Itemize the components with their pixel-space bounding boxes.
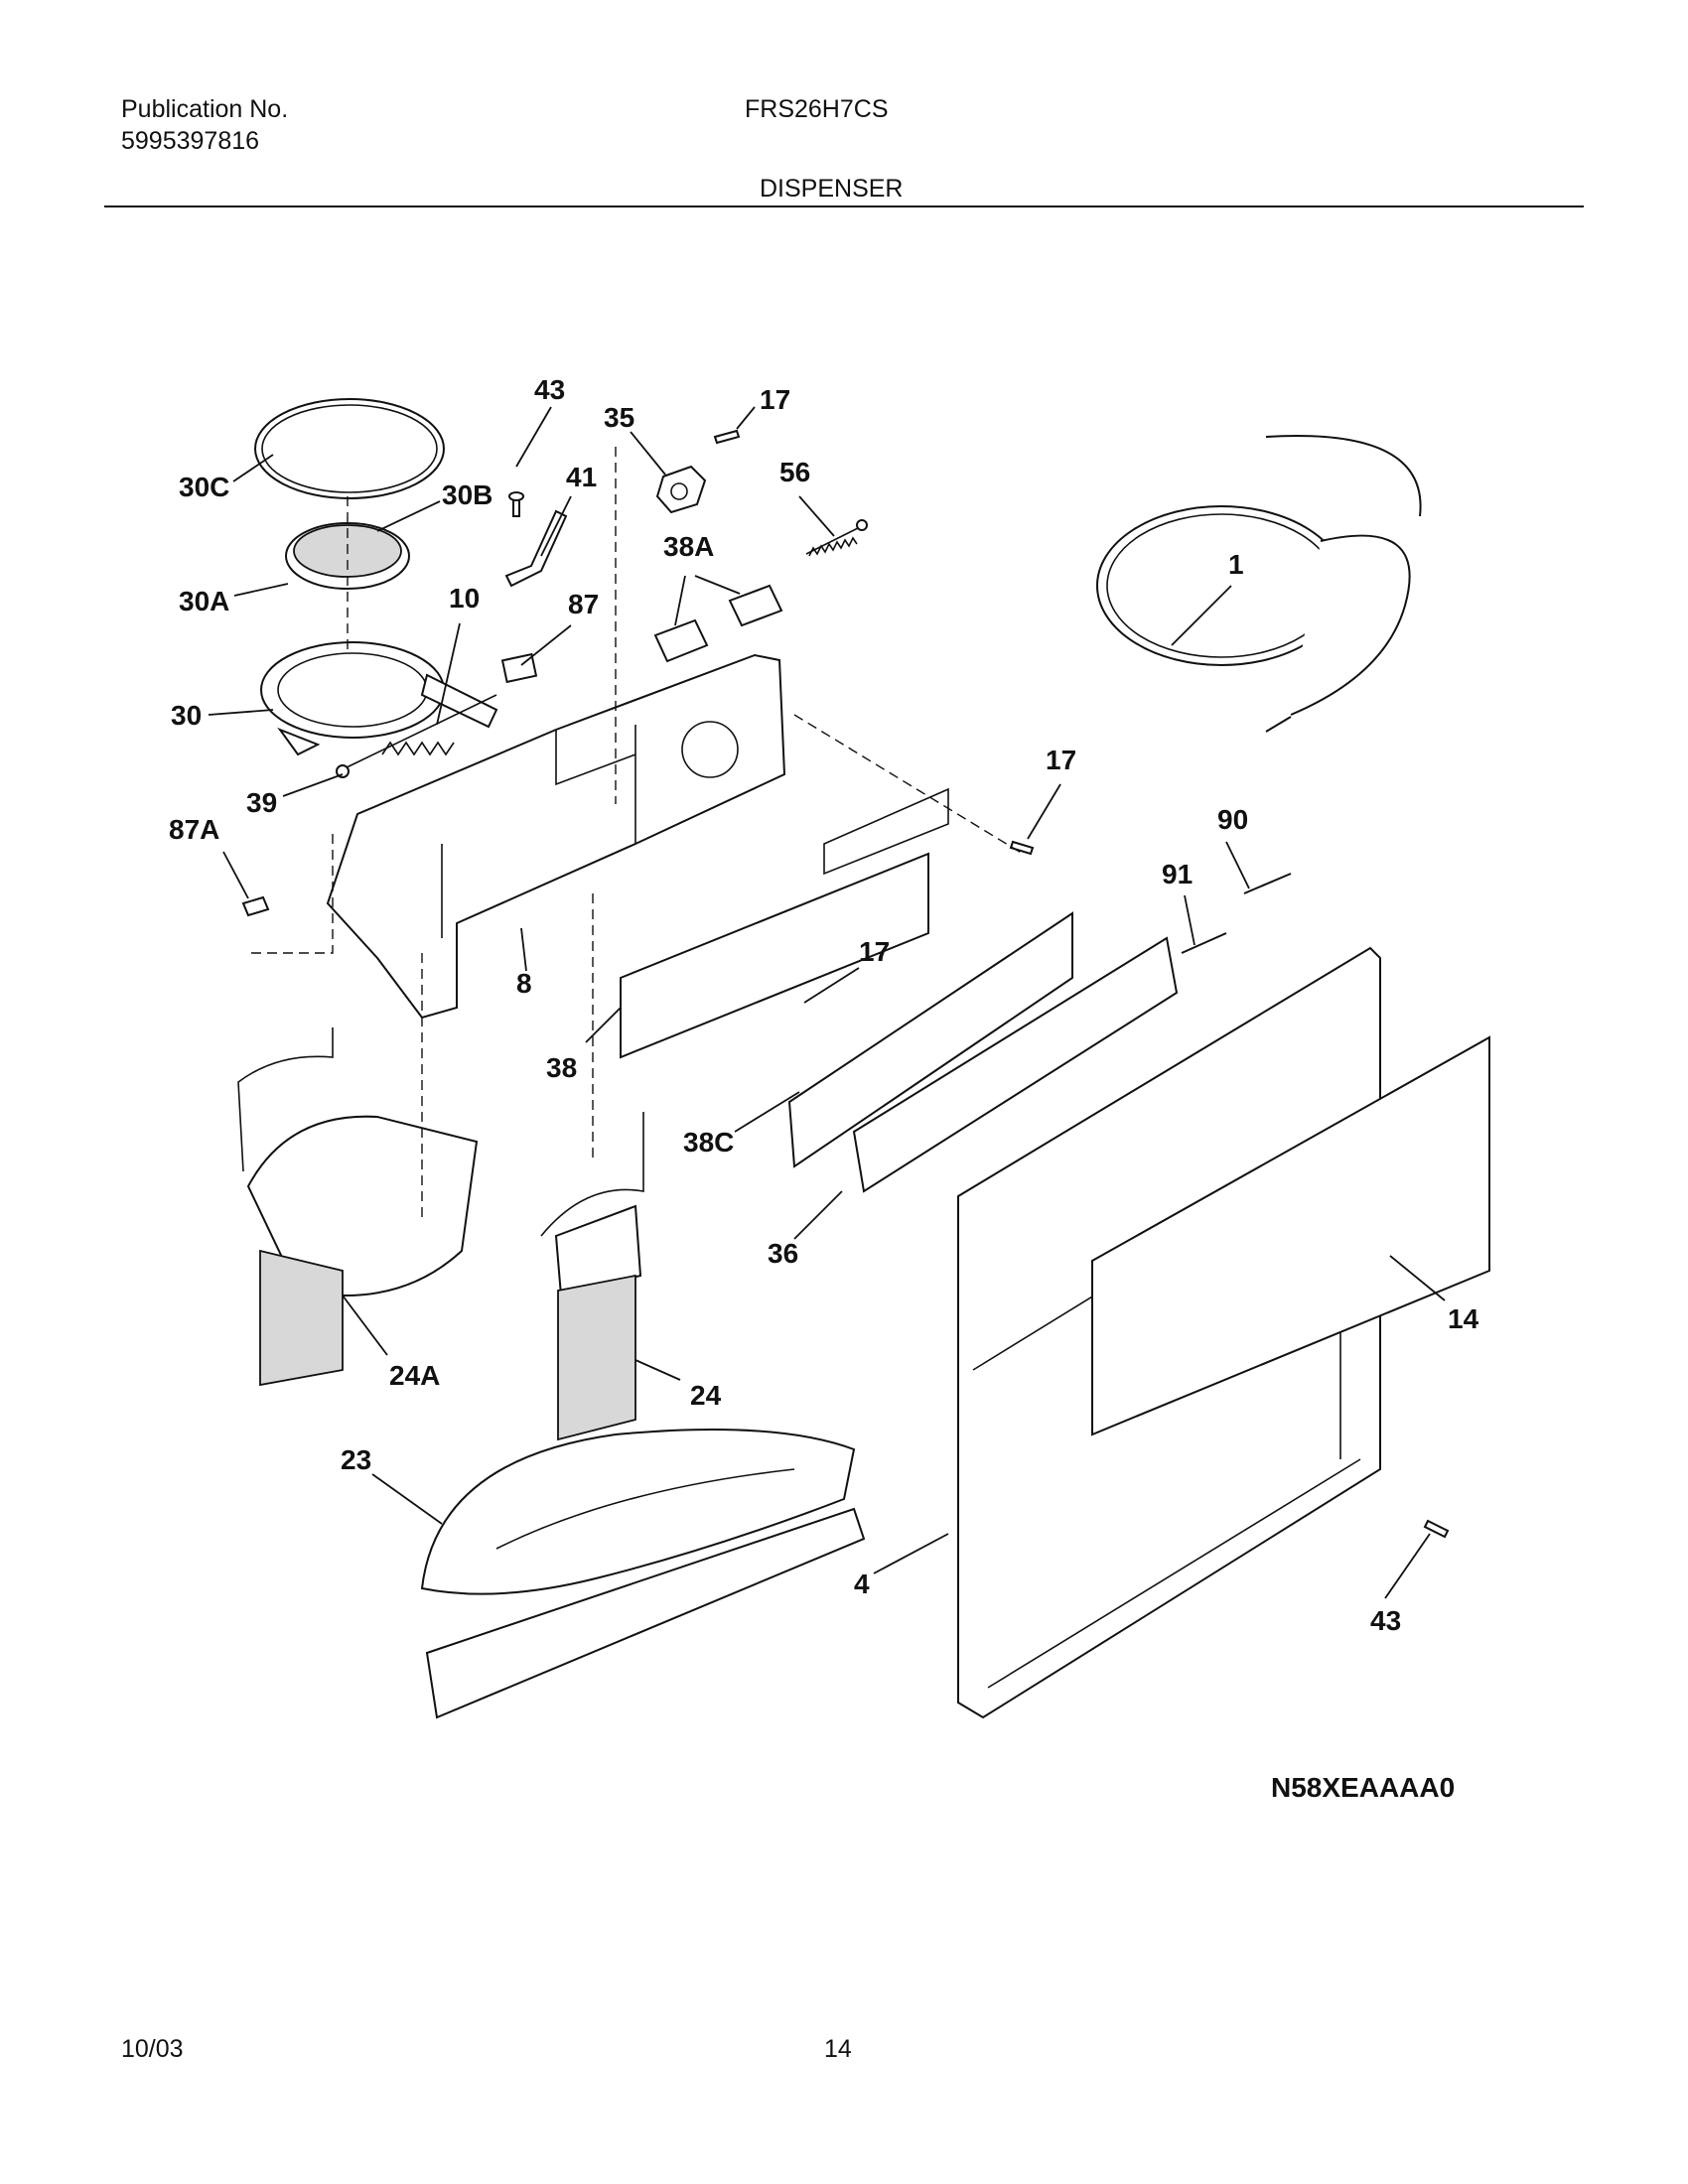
part-1-water-tube: [1096, 435, 1422, 733]
callout-23: 23: [341, 1444, 371, 1475]
publication-number: 5995397816: [121, 127, 260, 155]
part-23-drip-tray: [420, 1429, 866, 1719]
callout-38a: 38A: [663, 531, 714, 562]
callout-43-bottom: 43: [1370, 1605, 1401, 1636]
callout-87: 87: [568, 589, 599, 619]
callout-4: 4: [854, 1569, 870, 1599]
part-24a-ice-chute: [237, 1027, 479, 1387]
callout-10: 10: [449, 583, 480, 614]
part-38c-switch-board: [787, 911, 1073, 1168]
part-87-plate: [500, 652, 538, 684]
callout-14: 14: [1448, 1303, 1479, 1334]
part-90-pin: [1243, 873, 1292, 894]
figure-code: N58XEAAAA0: [1271, 1772, 1456, 1803]
callout-43-top: 43: [534, 374, 565, 405]
part-10-spring: [336, 694, 497, 778]
callout-39: 39: [246, 787, 277, 818]
callout-1: 1: [1228, 549, 1244, 580]
callout-17-mid: 17: [1046, 745, 1076, 775]
part-43-screw-bottom: [1423, 1519, 1450, 1539]
part-91-pin: [1181, 932, 1227, 954]
callout-36: 36: [768, 1238, 798, 1269]
part-24-ice-door: [540, 1112, 644, 1441]
callout-30: 30: [171, 700, 202, 731]
part-8-dispenser-housing: [326, 653, 786, 1020]
part-35-actuator: [655, 465, 707, 514]
footer-date: 10/03: [121, 2035, 184, 2063]
part-38-control-board: [620, 787, 949, 1059]
callout-38c: 38C: [683, 1127, 734, 1158]
leader-lines: [208, 406, 1446, 1599]
callout-41: 41: [566, 462, 597, 492]
callout-90: 90: [1217, 804, 1248, 835]
callout-91: 91: [1162, 859, 1193, 889]
callout-17-lower: 17: [859, 936, 890, 967]
callout-35: 35: [604, 402, 634, 433]
part-17-screw-top: [713, 429, 741, 445]
part-30-door-ring: [260, 641, 498, 756]
part-87a-clip: [241, 895, 270, 917]
callout-24: 24: [690, 1380, 722, 1411]
part-38a-switch-right: [728, 584, 783, 627]
header-rule: [104, 205, 1584, 207]
part-43-screw-top: [508, 491, 524, 517]
callout-38: 38: [546, 1052, 577, 1083]
part-30c-gasket: [254, 398, 445, 499]
callout-30b: 30B: [442, 479, 492, 510]
callout-30a: 30A: [179, 586, 229, 616]
part-56-long-screw: [805, 519, 868, 557]
callout-30c: 30C: [179, 472, 229, 502]
part-38a-switch-left: [653, 618, 709, 663]
callout-17-top: 17: [760, 384, 790, 415]
part-36-actuator-strip: [852, 936, 1179, 1193]
callout-24a: 24A: [389, 1360, 440, 1391]
model-number: FRS26H7CS: [745, 95, 889, 123]
page-number: 14: [824, 2035, 852, 2063]
callout-87a: 87A: [169, 814, 219, 845]
callout-8: 8: [516, 968, 532, 999]
part-14-cover: [1091, 1035, 1490, 1436]
publication-label: Publication No.: [121, 95, 289, 123]
part-17-screw-mid: [1009, 840, 1035, 856]
callout-56: 56: [779, 457, 810, 487]
part-41-bracket: [504, 509, 568, 588]
section-title: DISPENSER: [760, 175, 904, 203]
